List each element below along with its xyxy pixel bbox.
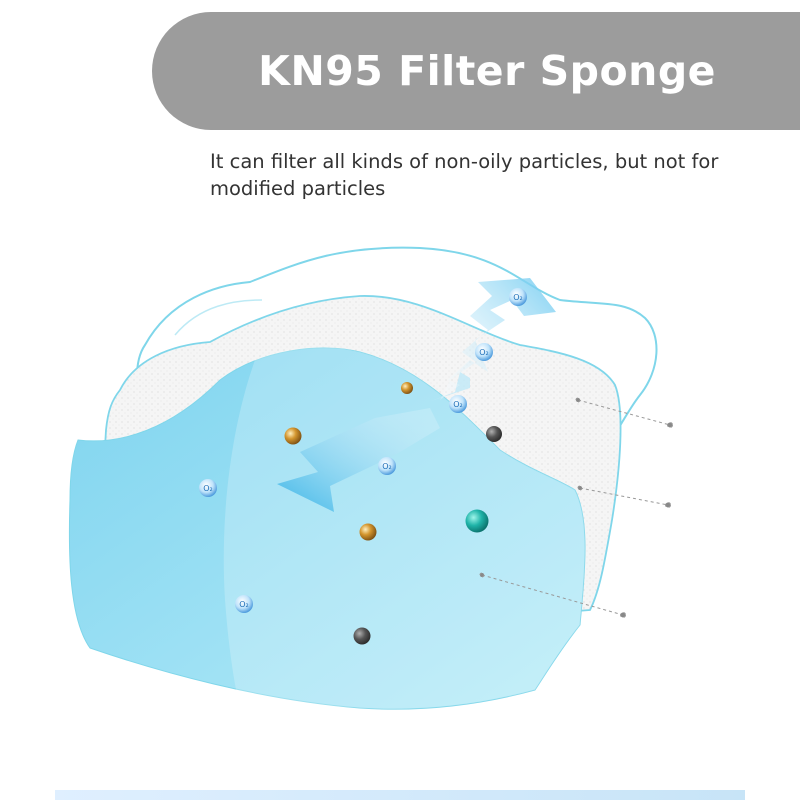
svg-text:O₂: O₂: [239, 600, 249, 609]
description-text: It can filter all kinds of non-oily part…: [210, 150, 719, 200]
svg-text:O₂: O₂: [513, 293, 523, 302]
inner-layer: [68, 347, 586, 710]
particles: [284, 382, 502, 645]
next-section-strip: [55, 790, 745, 800]
dust-particle-icon: [359, 523, 377, 541]
dust-particle-icon: [401, 382, 413, 394]
dust-particle-icon: [486, 426, 502, 442]
oxygen-molecule-icon: O₂: [475, 343, 493, 361]
dust-particle-icon: [465, 509, 489, 533]
dust-particle-icon: [284, 427, 302, 445]
filter-layers-illustration: O₂ O₂ O₂ O₂ O₂ O₂: [68, 246, 673, 710]
svg-text:O₂: O₂: [479, 348, 489, 357]
oxygen-molecule-icon: O₂: [509, 288, 527, 306]
oxygen-molecule-icon: O₂: [199, 479, 217, 497]
oxygen-molecule-icon: O₂: [449, 395, 467, 413]
svg-text:O₂: O₂: [203, 484, 213, 493]
title-banner: KN95 Filter Sponge: [152, 12, 800, 130]
oxygen-molecule-icon: O₂: [235, 595, 253, 613]
airflow-arrow-icon: [277, 278, 556, 512]
leader-lines: [479, 397, 673, 618]
banner-title: KN95 Filter Sponge: [258, 47, 716, 95]
svg-text:O₂: O₂: [453, 400, 463, 409]
oxygen-molecule-icon: O₂: [378, 457, 396, 475]
svg-text:O₂: O₂: [382, 462, 392, 471]
oxygen-molecules: O₂ O₂ O₂ O₂ O₂ O₂: [199, 288, 527, 613]
dust-particle-icon: [353, 627, 371, 645]
